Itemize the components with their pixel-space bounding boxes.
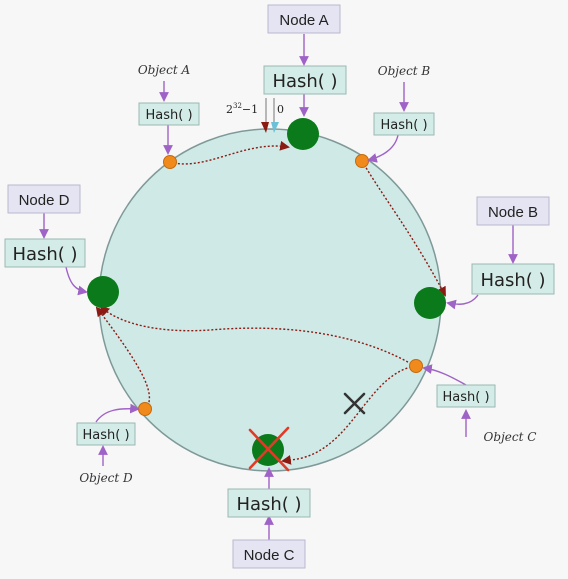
- node-c-hash-box: Hash( ): [227, 488, 311, 518]
- node-b-hash-box: Hash( ): [471, 263, 555, 295]
- arrow-hash-to-object-b: [367, 134, 399, 163]
- x-mark-icon: [343, 392, 366, 415]
- node-d-hash-box: Hash( ): [4, 238, 86, 268]
- object-c-hash-box: Hash( ): [436, 384, 496, 408]
- arrow-hash-to-node-b: [446, 294, 479, 310]
- node-c-label: Node C: [244, 547, 295, 564]
- arrow-hash-to-node-d: [65, 266, 88, 296]
- arrow-hash-to-object-c: [422, 364, 467, 386]
- node-b-point: [414, 287, 446, 319]
- ring-origin-marker: 232−1 0: [226, 98, 284, 133]
- hash-arrows: [39, 34, 518, 545]
- hash-ring: [98, 128, 442, 472]
- object-d-hash: Hash( ): [82, 428, 129, 443]
- object-a-label: Object A: [138, 63, 191, 77]
- node-a-hash-box: Hash( ): [263, 65, 347, 95]
- object-d-label: Object D: [79, 471, 133, 485]
- max-value-label: 232−1: [226, 102, 258, 116]
- mapping-paths: [95, 140, 446, 465]
- node-d-hash: Hash( ): [12, 244, 77, 265]
- object-d-point: [138, 402, 152, 416]
- node-b-hash: Hash( ): [480, 270, 545, 291]
- path-object-c-to-node-d: [99, 305, 416, 367]
- node-a-label-box: Node A: [267, 4, 341, 34]
- object-b-label: Object B: [378, 64, 431, 78]
- object-b-point: [355, 154, 369, 168]
- object-a-hash: Hash( ): [145, 108, 192, 123]
- zero-pointer-icon: [271, 122, 279, 133]
- node-b-label-box: Node B: [476, 196, 550, 226]
- object-c-point: [409, 359, 423, 373]
- path-object-b-to-node-b: [361, 160, 446, 297]
- node-d-label-box: Node D: [7, 184, 81, 214]
- object-a-point: [163, 155, 177, 169]
- arrow-hash-to-object-d: [95, 403, 140, 423]
- max-pointer-icon: [261, 122, 269, 133]
- object-b-hash: Hash( ): [380, 118, 427, 133]
- node-b-label: Node B: [488, 204, 538, 221]
- node-d-point: [87, 276, 119, 308]
- object-a-hash-box: Hash( ): [138, 102, 200, 126]
- node-a-point: [287, 118, 319, 150]
- path-object-d-to-node-d: [95, 306, 150, 410]
- node-a-hash: Hash( ): [272, 71, 337, 92]
- node-d-label: Node D: [19, 192, 70, 209]
- object-b-hash-box: Hash( ): [373, 112, 435, 136]
- node-c-hash: Hash( ): [236, 494, 301, 515]
- zero-value-label: 0: [277, 103, 284, 116]
- object-c-hash: Hash( ): [442, 390, 489, 405]
- object-d-hash-box: Hash( ): [76, 422, 136, 446]
- node-c-label-box: Node C: [232, 539, 306, 569]
- node-a-label: Node A: [279, 12, 328, 29]
- cross-icon: [248, 426, 290, 472]
- object-c-label: Object C: [484, 430, 537, 444]
- path-object-a-to-node-a: [169, 140, 290, 165]
